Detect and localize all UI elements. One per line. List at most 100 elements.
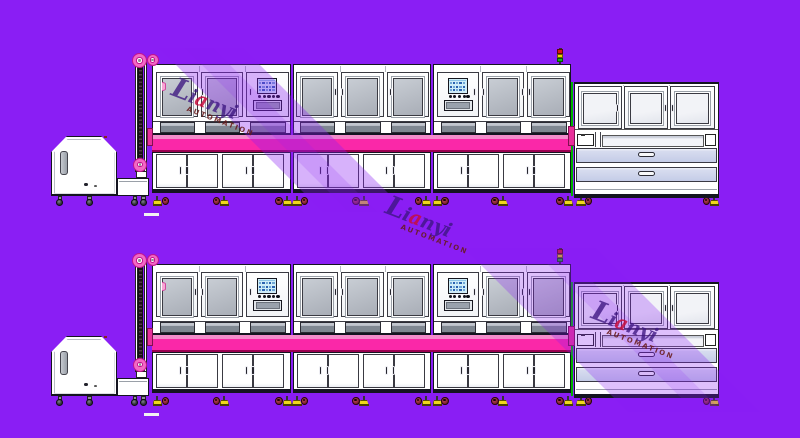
hmi-button-oval — [275, 94, 280, 99]
row-machine-line-row-2-lower-door — [362, 353, 394, 388]
row-machine-line-row-1-lower-door-handle — [244, 165, 248, 175]
row-machine-line-row-2-door-handle — [200, 287, 204, 296]
row-machine-line-row-1-unload-shelf-post-1 — [594, 132, 596, 147]
hmi-button — [262, 94, 266, 98]
row-machine-line-row-1-lower-door-handle — [532, 165, 536, 175]
hmi-screen-pixel — [259, 85, 262, 88]
hmi-screen-pixel — [462, 282, 466, 285]
row-machine-line-row-2-module-2-window-3 — [392, 277, 423, 316]
row-machine-line-row-1-module-3-window-2 — [487, 77, 518, 116]
hmi-screen-pixel — [259, 282, 262, 285]
row-machine-line-row-2-unload-door-handle — [615, 304, 619, 312]
hmi-button — [262, 294, 266, 298]
row-machine-line-row-2-unload-bottom-line — [574, 394, 719, 398]
hmi-screen-pixel — [452, 85, 456, 88]
row-machine-line-row-2-module-1-bottomline — [152, 390, 291, 394]
hmi-button — [462, 294, 466, 298]
row-machine-line-row-1-belt-upper — [152, 135, 571, 139]
row-machine-line-row-2-lower-door-handle — [319, 365, 323, 375]
hmi-screen-pixel — [456, 82, 459, 85]
hmi-screen-pixel — [265, 85, 268, 88]
row-machine-line-row-2-lower-door — [534, 353, 565, 388]
row-machine-line-row-1-unload-top-tick — [668, 84, 670, 86]
row-machine-line-row-1-unload-window-2 — [629, 92, 663, 124]
leveling-foot-base — [292, 204, 302, 207]
hmi-screen-pixel — [456, 85, 459, 88]
row-machine-line-row-2-door-handle — [521, 287, 525, 296]
leveling-foot-base — [498, 204, 508, 207]
hmi-screen-pixel — [268, 282, 272, 285]
leveling-foot-base — [563, 404, 573, 407]
hmi-screen-pixel — [459, 88, 462, 91]
row-machine-line-row-2-door-handle — [473, 287, 477, 296]
hmi-button-oval — [466, 294, 471, 299]
row-machine-line-row-1-belt-cap-left — [147, 128, 153, 147]
row-machine-line-row-2-belt-main — [152, 338, 571, 350]
row-machine-line-row-2-top-band-tick — [244, 266, 246, 272]
row-machine-line-row-2-module-1-opening-1 — [159, 322, 195, 334]
row-machine-line-row-1-lower-door-handle — [466, 165, 470, 175]
row-machine-line-row-1-lift-pulley-top-axle — [138, 59, 141, 62]
caster-wheel-gray — [85, 199, 93, 206]
row-machine-line-row-1-module-2-window-3 — [392, 77, 423, 116]
row-machine-line-row-1-feeder-inner-line — [53, 138, 115, 194]
row-machine-line-row-2-lower-door-handle — [244, 365, 248, 375]
row-machine-line-row-2-module-2-opening-3 — [390, 322, 426, 334]
row-machine-line-row-2-feeder-speck-1 — [84, 382, 88, 386]
row-machine-line-row-2-transfer-table-top — [118, 380, 147, 382]
row-machine-line-row-2-lower-door-handle — [466, 365, 470, 375]
row-machine-line-row-2-lift-rail-right — [143, 262, 147, 372]
row-machine-line-row-2-feeder-inner-line — [53, 338, 115, 394]
row-machine-line-row-1-lower-door — [437, 153, 468, 188]
hmi-screen-pixel — [459, 85, 462, 88]
row-machine-line-row-2-belt-cap-left — [147, 328, 153, 347]
hmi-screen-pixel — [265, 82, 268, 85]
row-machine-line-row-1-lower-door — [222, 153, 253, 188]
row-machine-line-row-1-lower-door — [362, 153, 394, 188]
leveling-foot-base — [152, 204, 162, 207]
row-machine-line-row-1-top-band-tick — [244, 66, 246, 72]
row-machine-line-row-1-lower-door — [503, 153, 534, 188]
caster-axle — [163, 199, 167, 202]
row-machine-line-row-2-module-2-opening-2 — [345, 322, 381, 334]
row-machine-line-row-2-module-3-opening-3 — [531, 322, 567, 334]
row-machine-line-row-2-module-1-opening-3 — [250, 322, 286, 334]
row-machine-line-row-2-door-handle — [528, 287, 532, 296]
watermark-brand-letter-y: y — [429, 214, 449, 240]
row-machine-line-row-1-module-2-opening-1 — [300, 122, 335, 134]
row-machine-line-row-1-tower-tip — [558, 47, 562, 50]
row-machine-line-row-1-unload-shelf-panel — [601, 135, 704, 147]
row-machine-line-row-1-door-handle — [248, 87, 252, 96]
row-machine-line-row-1-unload-door-handle — [615, 104, 619, 112]
row-machine-line-row-2-module-1-window-2 — [206, 277, 237, 316]
row-machine-line-row-1-lower-door-handle — [325, 165, 330, 175]
row-machine-line-row-2-module-1-midline — [153, 320, 290, 322]
row-machine-line-row-2-unload-shelf-panel — [601, 335, 704, 347]
row-machine-line-row-1-belt-main — [152, 138, 571, 150]
row-machine-line-row-2-unload-top-tick — [623, 284, 624, 286]
row-machine-line-row-2-lower-door — [437, 353, 468, 388]
caster-axle — [704, 399, 708, 402]
row-machine-line-row-2-module-3-bottomline — [433, 390, 571, 394]
hmi-button — [462, 94, 466, 98]
caster-axle — [277, 399, 280, 402]
row-machine-line-row-1-lower-door — [296, 153, 328, 188]
row-machine-line-row-1-module-2-beltline — [292, 133, 431, 136]
hmi-button — [448, 94, 452, 98]
hmi-screen-pixel — [456, 288, 459, 291]
row-machine-line-row-1-transfer-table-top — [118, 180, 147, 182]
row-machine-line-row-2-tower-pole — [558, 262, 562, 265]
row-machine-line-row-2-lower-door-handle — [525, 365, 529, 375]
row-machine-line-row-1-top-band-tick — [199, 66, 200, 72]
row-machine-line-row-2-feeder-speck-3 — [104, 336, 107, 338]
hmi-screen-pixel — [265, 285, 268, 288]
row-machine-line-row-2-keyboard-tray-inner — [255, 302, 280, 309]
row-machine-line-row-2-lower-door — [253, 353, 284, 388]
hmi-screen-pixel — [272, 82, 275, 85]
hmi-button — [453, 294, 457, 298]
hmi-screen-pixel — [268, 82, 272, 85]
row-machine-line-row-1-unload-shelf-right-box — [704, 133, 716, 147]
caster-axle — [586, 199, 590, 202]
row-machine-line-row-1-lower-door — [534, 153, 565, 188]
row-machine-line-row-1-module-3-midline — [434, 120, 570, 122]
